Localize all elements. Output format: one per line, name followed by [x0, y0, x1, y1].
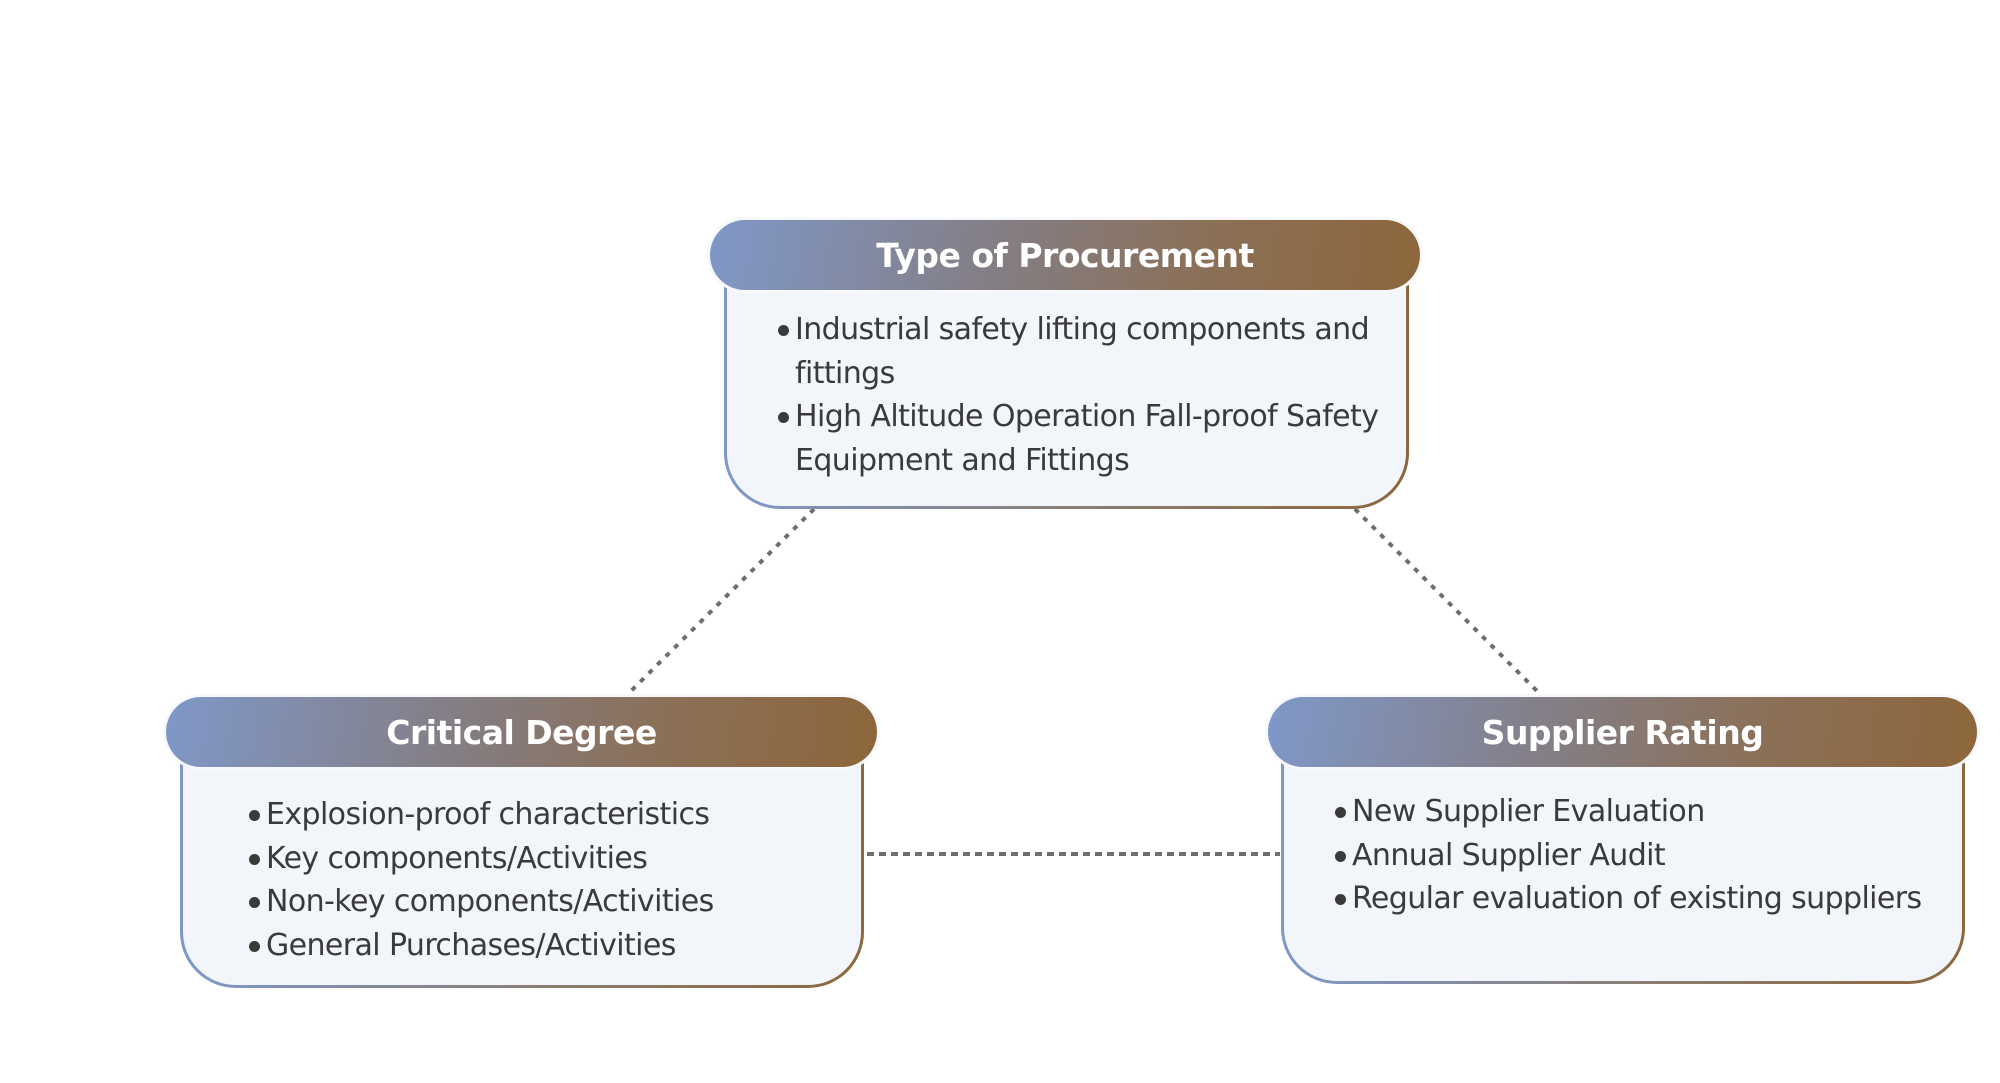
connector-top-right: [1353, 507, 1542, 696]
list-item-text: Industrial safety lifting components and…: [795, 312, 1370, 391]
node-title: Supplier Rating: [1481, 712, 1764, 752]
list-item: New Supplier Evaluation: [1334, 790, 1934, 834]
list-item: Annual Supplier Audit: [1334, 834, 1934, 878]
node-item-list: Explosion-proof characteristics Key comp…: [248, 793, 848, 967]
list-item: Explosion-proof characteristics: [248, 793, 848, 837]
list-item-text: Key components/Activities: [266, 840, 648, 876]
list-item-text: Regular evaluation of existing suppliers: [1352, 881, 1922, 916]
list-item-text: General Purchases/Activities: [266, 927, 676, 963]
node-item-list: Industrial safety lifting components and…: [777, 308, 1387, 482]
list-item: Regular evaluation of existing suppliers: [1334, 877, 1934, 921]
list-item-text: Annual Supplier Audit: [1352, 837, 1666, 873]
list-item: Key components/Activities: [248, 837, 848, 881]
node-title: Type of Procurement: [876, 235, 1254, 275]
list-item-text: Explosion-proof characteristics: [266, 797, 710, 832]
list-item: Industrial safety lifting components and…: [777, 308, 1387, 395]
node-item-list: New Supplier Evaluation Annual Supplier …: [1334, 790, 1934, 921]
node-title: Critical Degree: [386, 712, 657, 752]
node-header: Critical Degree: [166, 697, 877, 767]
list-item: General Purchases/Activities: [248, 924, 848, 968]
list-item-text: New Supplier Evaluation: [1352, 794, 1705, 829]
node-body: [180, 762, 864, 988]
list-item-text: High Altitude Operation Fall-proof Safet…: [795, 399, 1379, 478]
node-header: Type of Procurement: [710, 220, 1420, 290]
node-body: [724, 285, 1409, 509]
node-body: [1281, 762, 1965, 984]
node-header: Supplier Rating: [1268, 697, 1977, 767]
connector-top-left: [626, 507, 816, 696]
list-item-text: Non-key components/Activities: [266, 884, 714, 919]
list-item: Non-key components/Activities: [248, 880, 848, 924]
list-item: High Altitude Operation Fall-proof Safet…: [777, 395, 1387, 482]
